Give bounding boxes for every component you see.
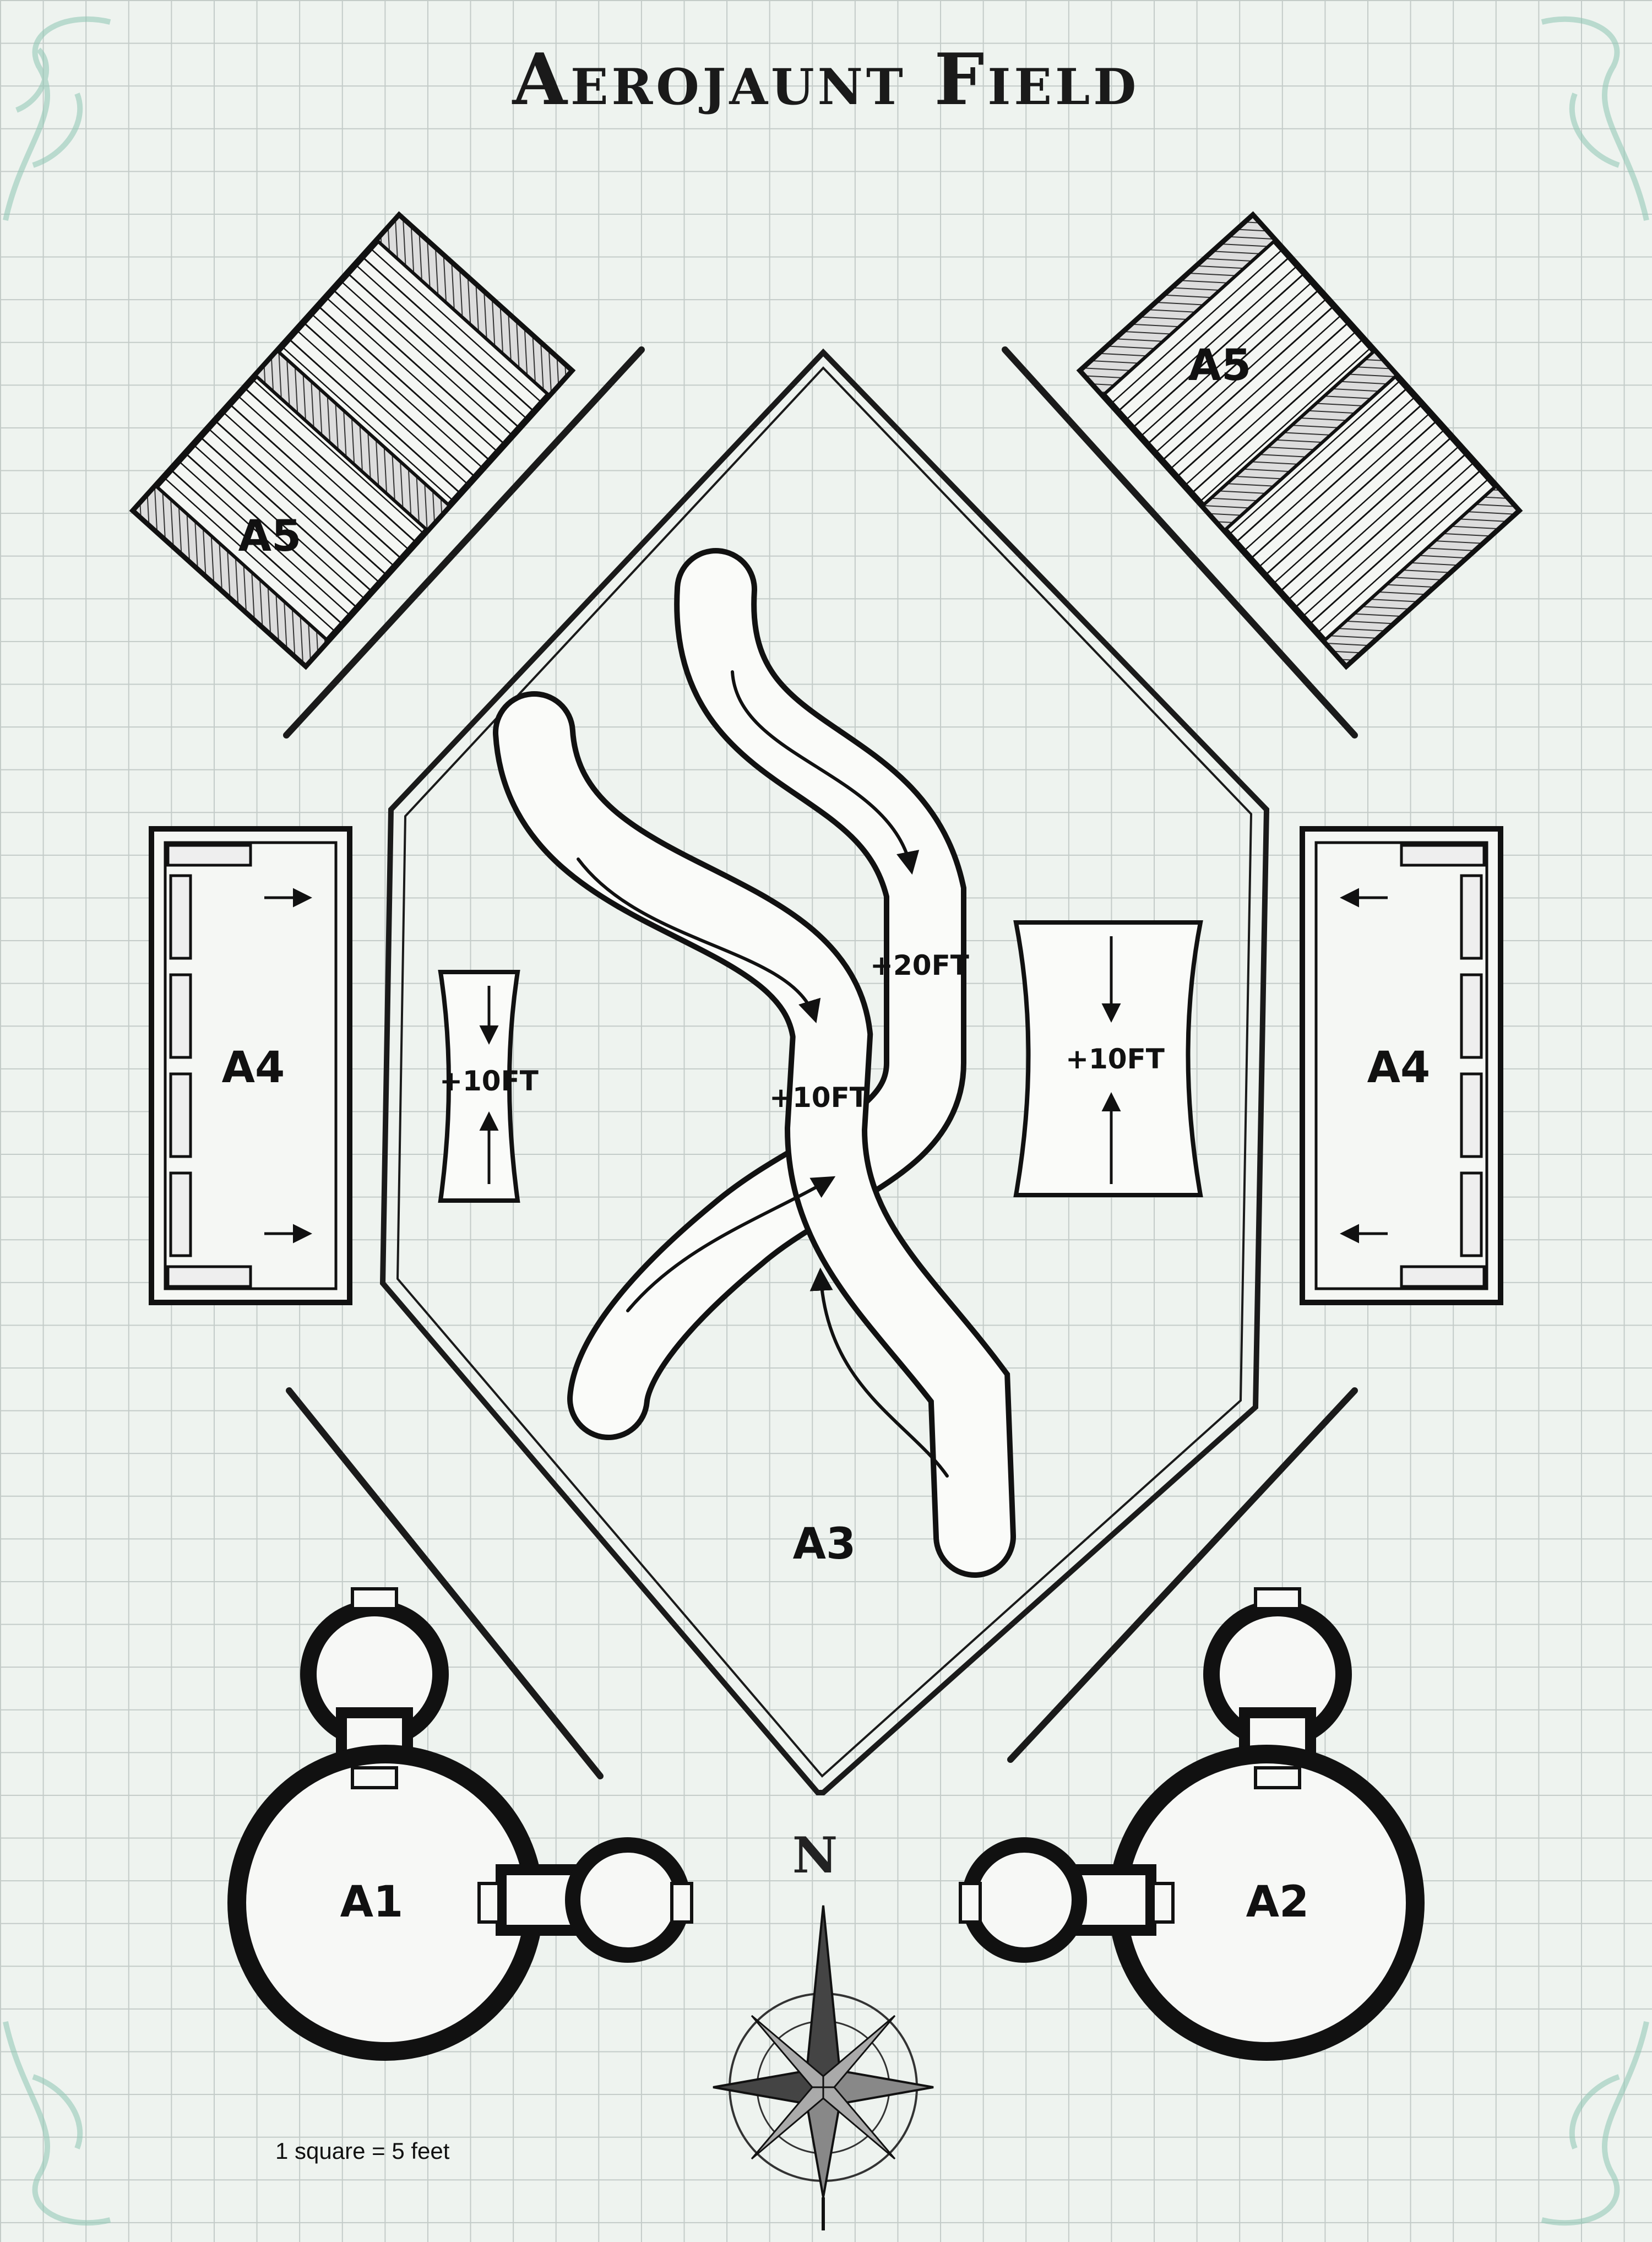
area-label-a4-left: A4 [222, 1043, 285, 1093]
area-label-a5-right: A5 [1188, 341, 1252, 390]
compass-rose-icon [713, 1905, 934, 2230]
map-title: Aerojaunt Field [512, 39, 1140, 121]
platform-left [438, 970, 520, 1203]
area-label-a5-left: A5 [238, 512, 302, 561]
building-a4-right [1300, 826, 1503, 1305]
area-label-a1: A1 [340, 1877, 404, 1927]
hangar-a5-right [1076, 211, 1523, 670]
corner-vine-decoration [3, 2021, 111, 2226]
area-label-a3: A3 [793, 1519, 856, 1569]
building-a4-left [149, 826, 352, 1305]
corner-vine-decoration [1541, 16, 1649, 221]
tower-a1 [227, 1587, 693, 2061]
airfield-outline [379, 348, 1270, 1795]
elevation-label-left-platform: +10FT [439, 1065, 539, 1097]
area-label-a2: A2 [1246, 1877, 1309, 1927]
scale-label: 1 square = 5 feet [275, 2138, 450, 2164]
fence-lines [283, 346, 1358, 1779]
elevation-label-upper-ramp: +20FT [870, 949, 969, 981]
platform-right [1013, 920, 1203, 1197]
elevation-label-center-ramp: +10FT [769, 1082, 868, 1114]
tower-a2 [959, 1587, 1425, 2061]
compass-north-letter: N [792, 1826, 838, 1885]
area-label-a4-right: A4 [1367, 1043, 1431, 1093]
corner-vine-decoration [3, 16, 111, 221]
corner-vine-decoration [1541, 2021, 1649, 2226]
hangar-a5-left [129, 211, 576, 670]
elevation-label-right-platform: +10FT [1066, 1043, 1165, 1075]
ramps [493, 548, 1016, 1578]
